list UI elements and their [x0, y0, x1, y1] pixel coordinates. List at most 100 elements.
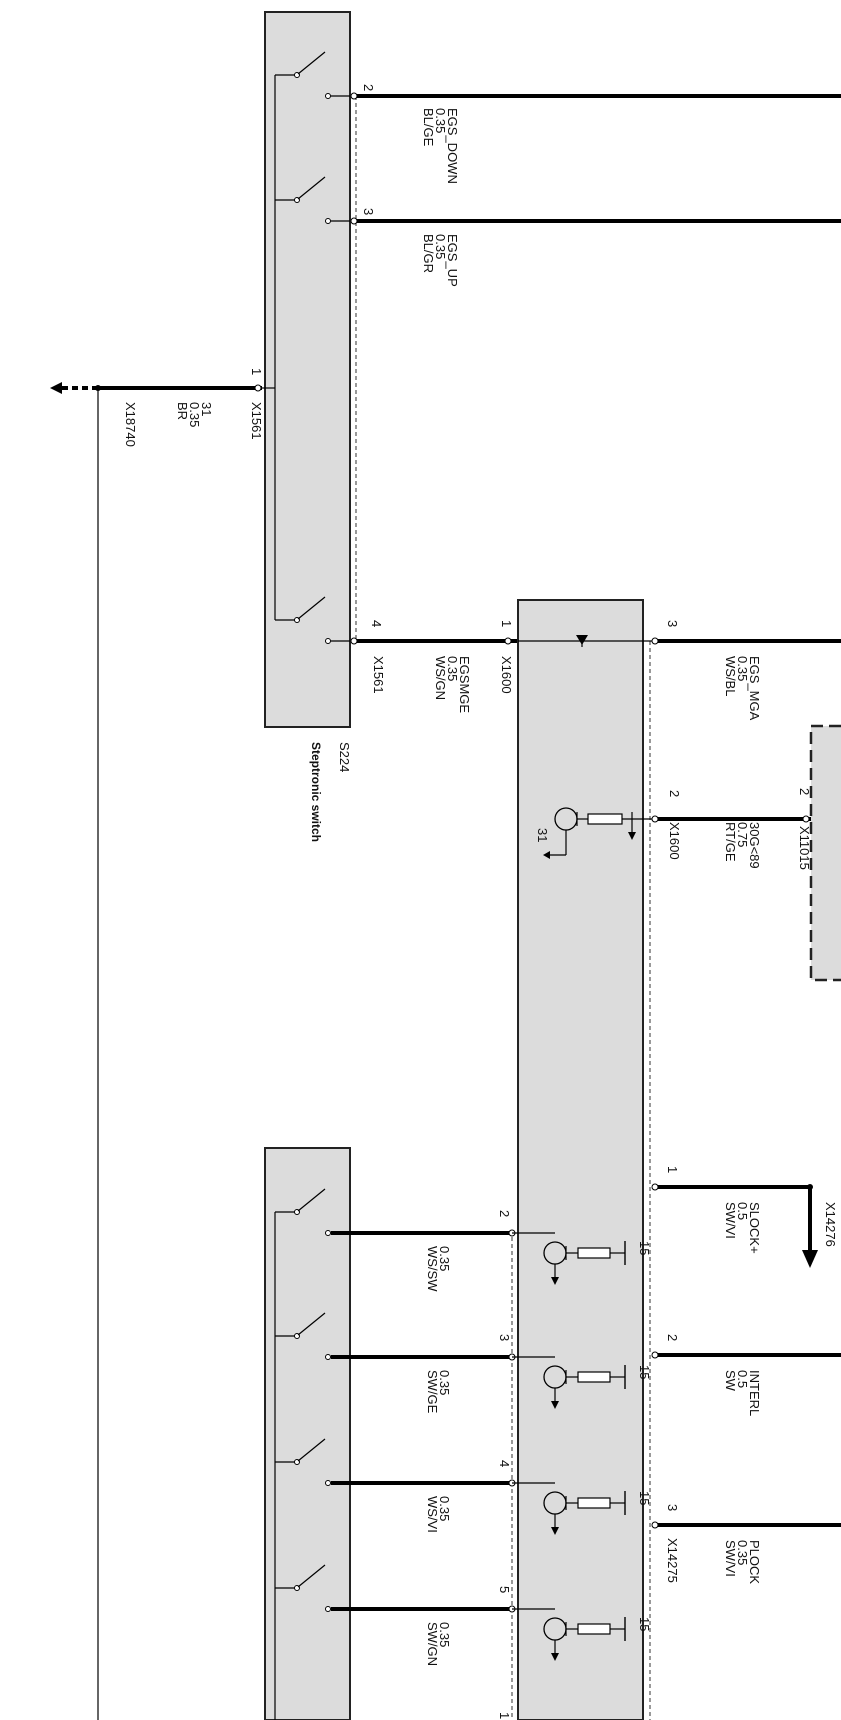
lower-switch-channel-5 — [275, 1564, 516, 1613]
svg-text:0.35: 0.35 — [437, 1246, 452, 1271]
svg-text:SW: SW — [723, 1370, 738, 1392]
transistor-icon — [512, 1608, 626, 1661]
svg-text:1: 1 — [249, 368, 264, 375]
switch-caption: S224 Steptronic switch — [309, 742, 352, 842]
svg-text:4: 4 — [369, 620, 384, 627]
svg-text:SW/VI: SW/VI — [723, 1540, 738, 1577]
label-wire-interl: 2 INTERL 0.5 SW — [665, 1334, 762, 1416]
svg-text:INTERL: INTERL — [747, 1370, 762, 1416]
label-wire-egs-mga: 3 EGS_MGA 0.35 WS/BL — [665, 620, 762, 721]
lower-switch-channel-4 — [275, 1438, 516, 1487]
label-lower-w5: 5 0.35 SW/GN — [425, 1586, 512, 1666]
label-wire-egsmge: 1 X1600 EGSMGE 0.35 WS/GN — [433, 620, 514, 713]
svg-text:EGS_DOWN: EGS_DOWN — [445, 108, 460, 184]
svg-text:X11015: X11015 — [797, 826, 812, 870]
svg-text:X1600: X1600 — [667, 822, 682, 860]
svg-text:2: 2 — [667, 790, 682, 797]
svg-text:0.5: 0.5 — [735, 1202, 750, 1220]
label-wire-4: 4 X1561 — [369, 620, 386, 694]
label-wire-slock: 1 X14276 SLOCK+ 0.5 SW/VI — [665, 1166, 838, 1254]
supply-15-label: 15 — [637, 1241, 652, 1255]
label-lower-w2: 2 0.35 WS/SW — [425, 1210, 512, 1292]
svg-text:RT/GE: RT/GE — [723, 822, 738, 862]
label-lower-w3: 3 0.35 SW/GE — [425, 1334, 512, 1414]
svg-text:5: 5 — [497, 1586, 512, 1593]
control-module-box — [517, 599, 644, 1720]
svg-text:SW/VI: SW/VI — [723, 1202, 738, 1239]
svg-text:BL/GE: BL/GE — [421, 108, 436, 147]
svg-text:0.35: 0.35 — [437, 1370, 452, 1395]
svg-text:X1561: X1561 — [249, 402, 264, 440]
switch-contact-mge — [275, 596, 350, 644]
svg-text:30G<89: 30G<89 — [747, 822, 762, 869]
steptronic-switch-box — [264, 11, 351, 728]
right-dashed-component — [809, 724, 841, 982]
svg-text:SW/GE: SW/GE — [425, 1370, 440, 1414]
ground-31-label: 31 — [535, 828, 550, 842]
arrow-down-icon — [802, 1250, 818, 1268]
svg-text:0.35: 0.35 — [433, 234, 448, 259]
svg-text:0.35: 0.35 — [433, 108, 448, 133]
svg-text:X14276: X14276 — [823, 1202, 838, 1247]
label-wire-plock: 3 X14275 PLOCK 0.35 SW/VI — [665, 1504, 762, 1584]
supply-15-label: 15 — [637, 1365, 652, 1379]
svg-text:BR: BR — [175, 402, 190, 420]
svg-text:1: 1 — [499, 620, 514, 627]
svg-text:31: 31 — [199, 402, 214, 416]
label-wire-30g: 2 X1600 30G<89 0.75 RT/GE — [667, 790, 762, 869]
svg-text:0.35: 0.35 — [735, 1540, 750, 1565]
svg-text:1: 1 — [665, 1166, 680, 1173]
svg-text:PLOCK: PLOCK — [747, 1540, 762, 1584]
switch-contact-up — [275, 176, 350, 224]
svg-text:0.35: 0.35 — [437, 1622, 452, 1647]
svg-text:2: 2 — [497, 1210, 512, 1217]
label-ground: 1 X1561 31 0.35 BR X18740 — [123, 368, 264, 447]
svg-text:1: 1 — [497, 1712, 512, 1719]
label-wire-egs-up: 3 EGS_UP 0.35 BL/GR — [361, 208, 460, 287]
svg-text:EGS_MGA: EGS_MGA — [747, 656, 762, 721]
svg-text:Steptronic switch: Steptronic switch — [309, 742, 323, 842]
transistor-30g — [543, 807, 655, 859]
svg-text:X1561: X1561 — [371, 656, 386, 694]
supply-15-label: 15 — [637, 1617, 652, 1631]
lower-transistors: 15 15 15 15 — [512, 1232, 652, 1661]
svg-text:0.35: 0.35 — [445, 656, 460, 681]
svg-text:X18740: X18740 — [123, 402, 138, 447]
svg-text:X14275: X14275 — [665, 1538, 680, 1583]
label-wire-egs-down: 2 EGS_DOWN 0.35 BL/GE — [361, 84, 460, 184]
label-x11015: 2 X11015 — [797, 788, 812, 870]
transistor-icon — [512, 1482, 626, 1535]
svg-text:WS/SW: WS/SW — [425, 1246, 440, 1292]
supply-15-label: 15 — [637, 1491, 652, 1505]
svg-text:WS/GN: WS/GN — [433, 656, 448, 700]
svg-text:0.35: 0.35 — [735, 656, 750, 681]
svg-text:BL/GR: BL/GR — [421, 234, 436, 273]
svg-text:4: 4 — [497, 1460, 512, 1467]
svg-text:WS/BL: WS/BL — [723, 656, 738, 696]
label-lower-w1: 1 — [497, 1712, 512, 1719]
svg-text:SW/GN: SW/GN — [425, 1622, 440, 1666]
svg-text:2: 2 — [797, 788, 812, 795]
transistor-icon — [512, 1232, 626, 1285]
svg-text:EGS_UP: EGS_UP — [445, 234, 460, 287]
svg-text:EGSMGE: EGSMGE — [457, 656, 472, 713]
label-lower-w4: 4 0.35 WS/VI — [425, 1460, 512, 1533]
switch-contact-down — [275, 51, 350, 99]
svg-text:X1600: X1600 — [499, 656, 514, 694]
svg-text:0.35: 0.35 — [187, 402, 202, 427]
svg-text:0.35: 0.35 — [437, 1496, 452, 1521]
svg-text:3: 3 — [665, 620, 680, 627]
svg-text:S224: S224 — [337, 742, 352, 772]
ground-arrow-icon — [50, 382, 62, 394]
svg-text:3: 3 — [665, 1504, 680, 1511]
svg-text:WS/VI: WS/VI — [425, 1496, 440, 1533]
transistor-icon — [512, 1356, 626, 1409]
svg-text:3: 3 — [497, 1334, 512, 1341]
svg-text:3: 3 — [361, 208, 376, 215]
svg-text:0.75: 0.75 — [735, 822, 750, 847]
svg-text:SLOCK+: SLOCK+ — [747, 1202, 762, 1254]
lower-switch-box — [264, 1147, 351, 1720]
svg-text:2: 2 — [361, 84, 376, 91]
svg-text:0.5: 0.5 — [735, 1370, 750, 1388]
